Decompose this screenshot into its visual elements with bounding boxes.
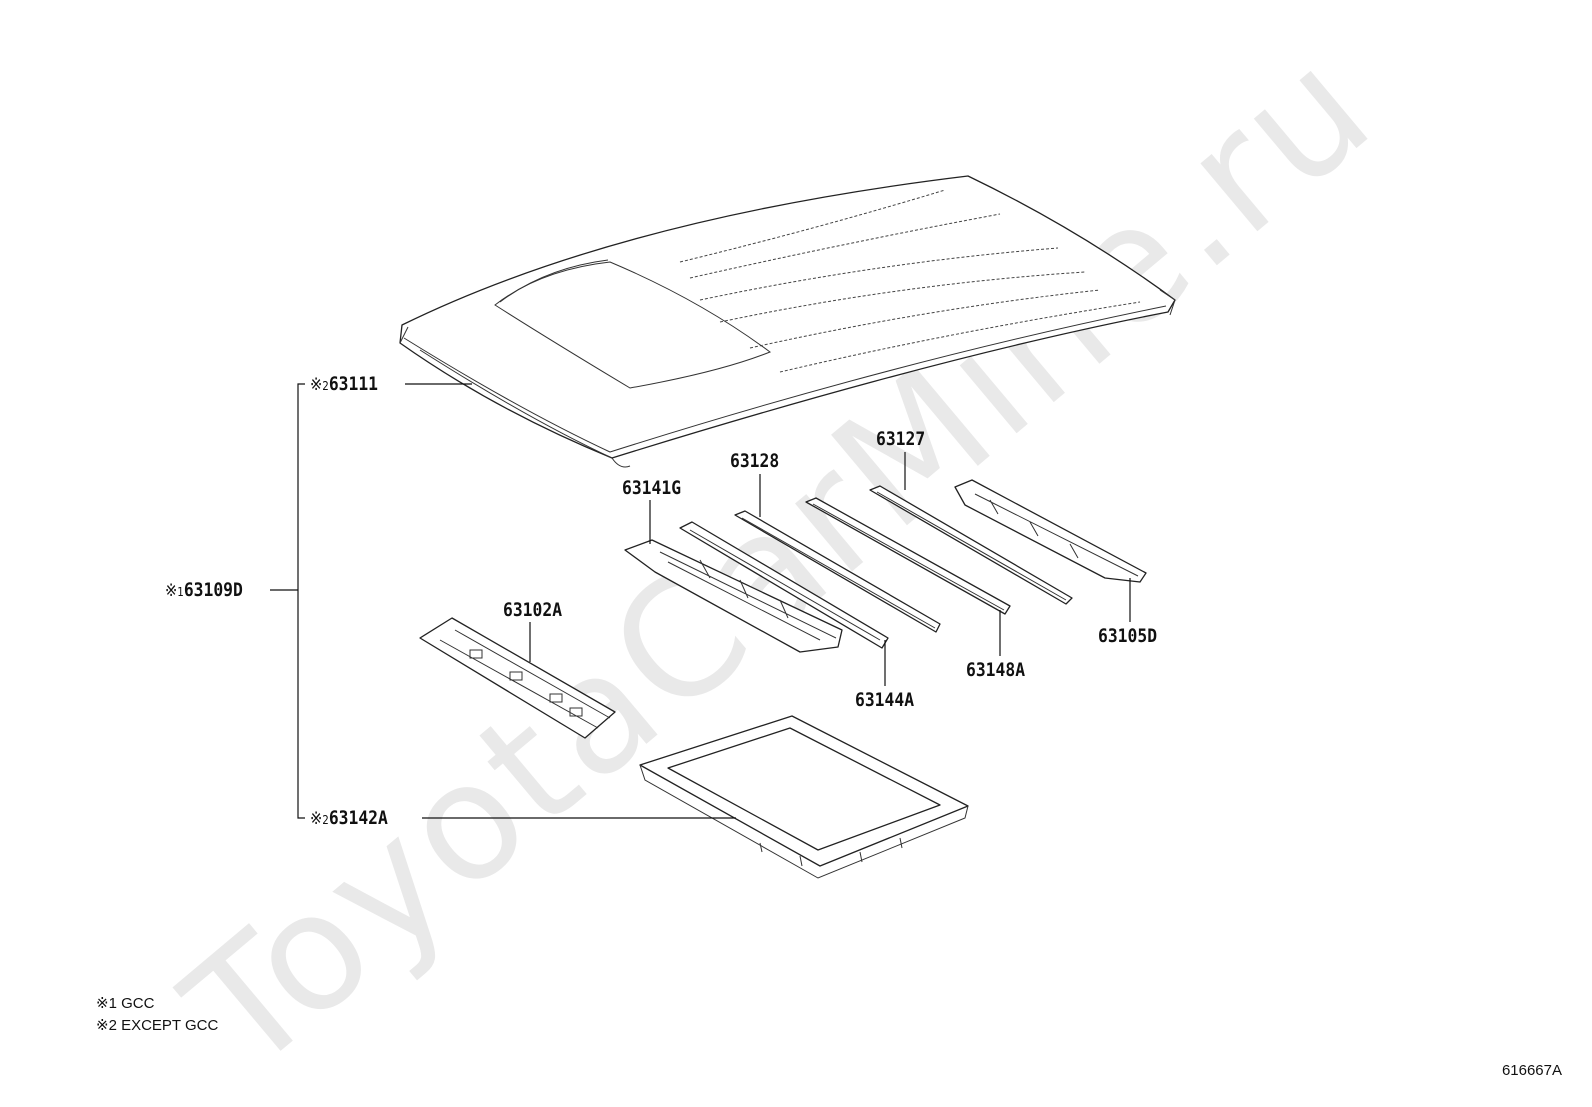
part-63144a-drawing [679,521,889,649]
note-except-gcc: ※2 EXCEPT GCC [96,1017,219,1034]
part-63142a-drawing [639,715,969,879]
label-63127[interactable]: 63127 [876,428,926,450]
label-63109d[interactable]: ※163109D [165,579,243,601]
part-63127-drawing [869,485,1073,605]
label-63141g[interactable]: 63141G [622,477,682,499]
label-63128[interactable]: 63128 [730,450,780,472]
part-63141g-drawing [624,539,843,653]
label-63102a[interactable]: 63102A [503,599,563,621]
label-63105d[interactable]: 63105D [1098,625,1158,647]
label-63142a[interactable]: ※263142A [310,807,388,829]
label-63144a[interactable]: 63144A [855,689,915,711]
part-63105d-drawing [954,479,1147,583]
roof-panel-drawing [399,175,1176,468]
part-63102a-drawing [419,617,616,739]
part-63148a-drawing [805,497,1011,615]
diagram-id: 616667A [1501,1062,1562,1079]
part-63128-drawing [734,510,941,633]
note-gcc: ※1 GCC [96,995,155,1012]
label-63111[interactable]: ※263111 [310,373,379,395]
leader-lines [270,383,1131,819]
label-63148a[interactable]: 63148A [966,659,1026,681]
